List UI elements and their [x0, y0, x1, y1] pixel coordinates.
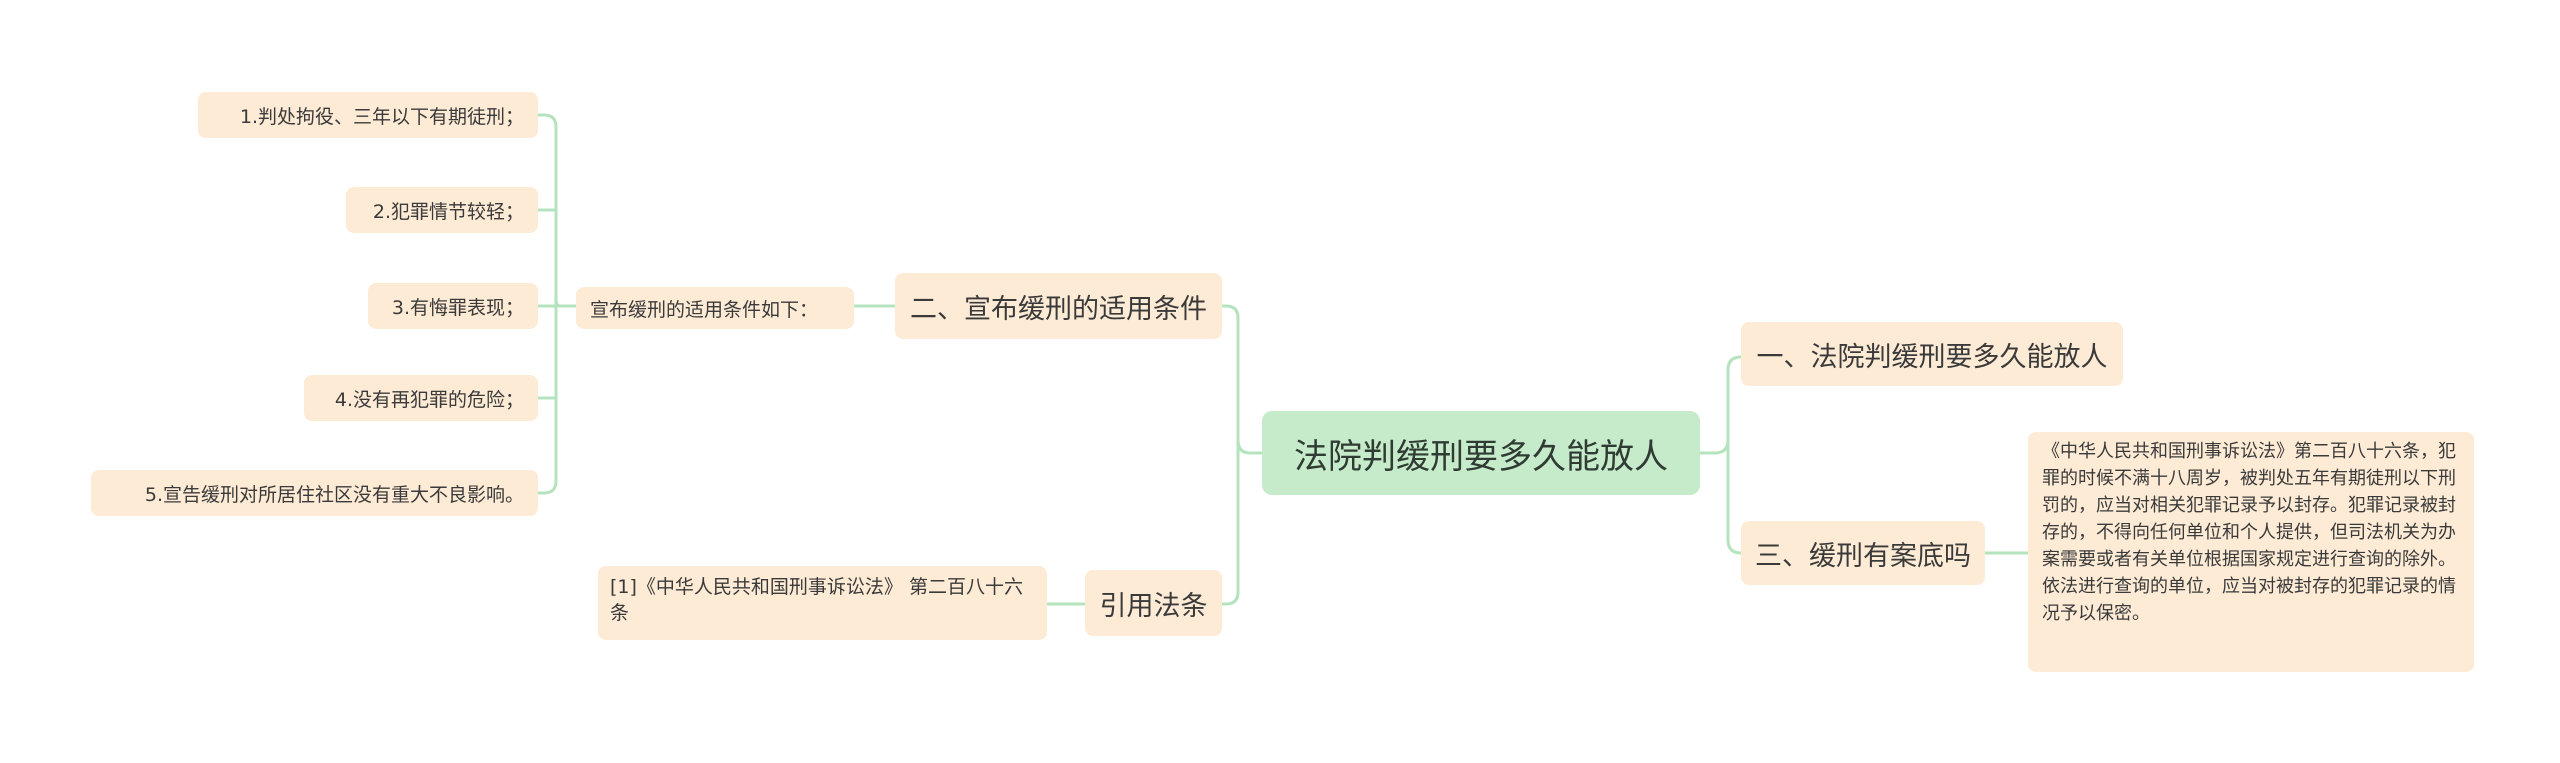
- b2-sub-node[interactable]: 宣布缓刑的适用条件如下：: [576, 287, 854, 329]
- branch-node-b4[interactable]: 引用法条: [1085, 570, 1222, 636]
- connector-root-b4: [1220, 438, 1240, 606]
- condition-item-5[interactable]: 5.宣告缓刑对所居住社区没有重大不良影响。: [91, 470, 538, 516]
- b4-ref-node[interactable]: [1]《中华人民共和国刑事诉讼法》 第二百八十六条: [598, 566, 1047, 640]
- connector-sub-conditions: [536, 113, 578, 495]
- condition-label: 2.犯罪情节较轻；: [372, 200, 524, 223]
- root-label: 法院判缓刑要多久能放人: [1294, 436, 1668, 477]
- branch-label: 三、缓刑有案底吗: [1755, 540, 1971, 572]
- condition-item-3[interactable]: 3.有悔罪表现；: [368, 283, 538, 329]
- b4-ref-text: [1]《中华人民共和国刑事诉讼法》 第二百八十六条: [610, 576, 1023, 624]
- branch-label: 引用法条: [1099, 590, 1208, 622]
- branch-node-b2[interactable]: 二、宣布缓刑的适用条件: [895, 273, 1222, 339]
- b2-sub-label: 宣布缓刑的适用条件如下：: [590, 298, 819, 321]
- connector-root-b2: [1220, 304, 1264, 455]
- b3-detail-text: 《中华人民共和国刑事诉讼法》第二百八十六条，犯罪的时候不满十八周岁，被判处五年有…: [2042, 441, 2456, 624]
- connector-root-b1: [1698, 355, 1757, 455]
- branch-node-b1[interactable]: 一、法院判缓刑要多久能放人: [1741, 322, 2123, 386]
- branch-label: 二、宣布缓刑的适用条件: [910, 293, 1207, 325]
- condition-label: 1.判处拘役、三年以下有期徒刑；: [239, 105, 524, 128]
- b3-detail-node[interactable]: 《中华人民共和国刑事诉讼法》第二百八十六条，犯罪的时候不满十八周岁，被判处五年有…: [2028, 432, 2474, 672]
- condition-item-2[interactable]: 2.犯罪情节较轻；: [346, 187, 538, 233]
- connector-root-b3: [1726, 438, 1757, 555]
- root-node[interactable]: 法院判缓刑要多久能放人: [1262, 411, 1700, 495]
- condition-label: 3.有悔罪表现；: [391, 296, 524, 319]
- condition-label: 4.没有再犯罪的危险；: [334, 388, 524, 411]
- condition-item-1[interactable]: 1.判处拘役、三年以下有期徒刑；: [198, 92, 538, 138]
- branch-label: 一、法院判缓刑要多久能放人: [1756, 341, 2108, 373]
- condition-item-4[interactable]: 4.没有再犯罪的危险；: [304, 375, 538, 421]
- condition-label: 5.宣告缓刑对所居住社区没有重大不良影响。: [144, 483, 524, 506]
- branch-node-b3[interactable]: 三、缓刑有案底吗: [1741, 521, 1985, 585]
